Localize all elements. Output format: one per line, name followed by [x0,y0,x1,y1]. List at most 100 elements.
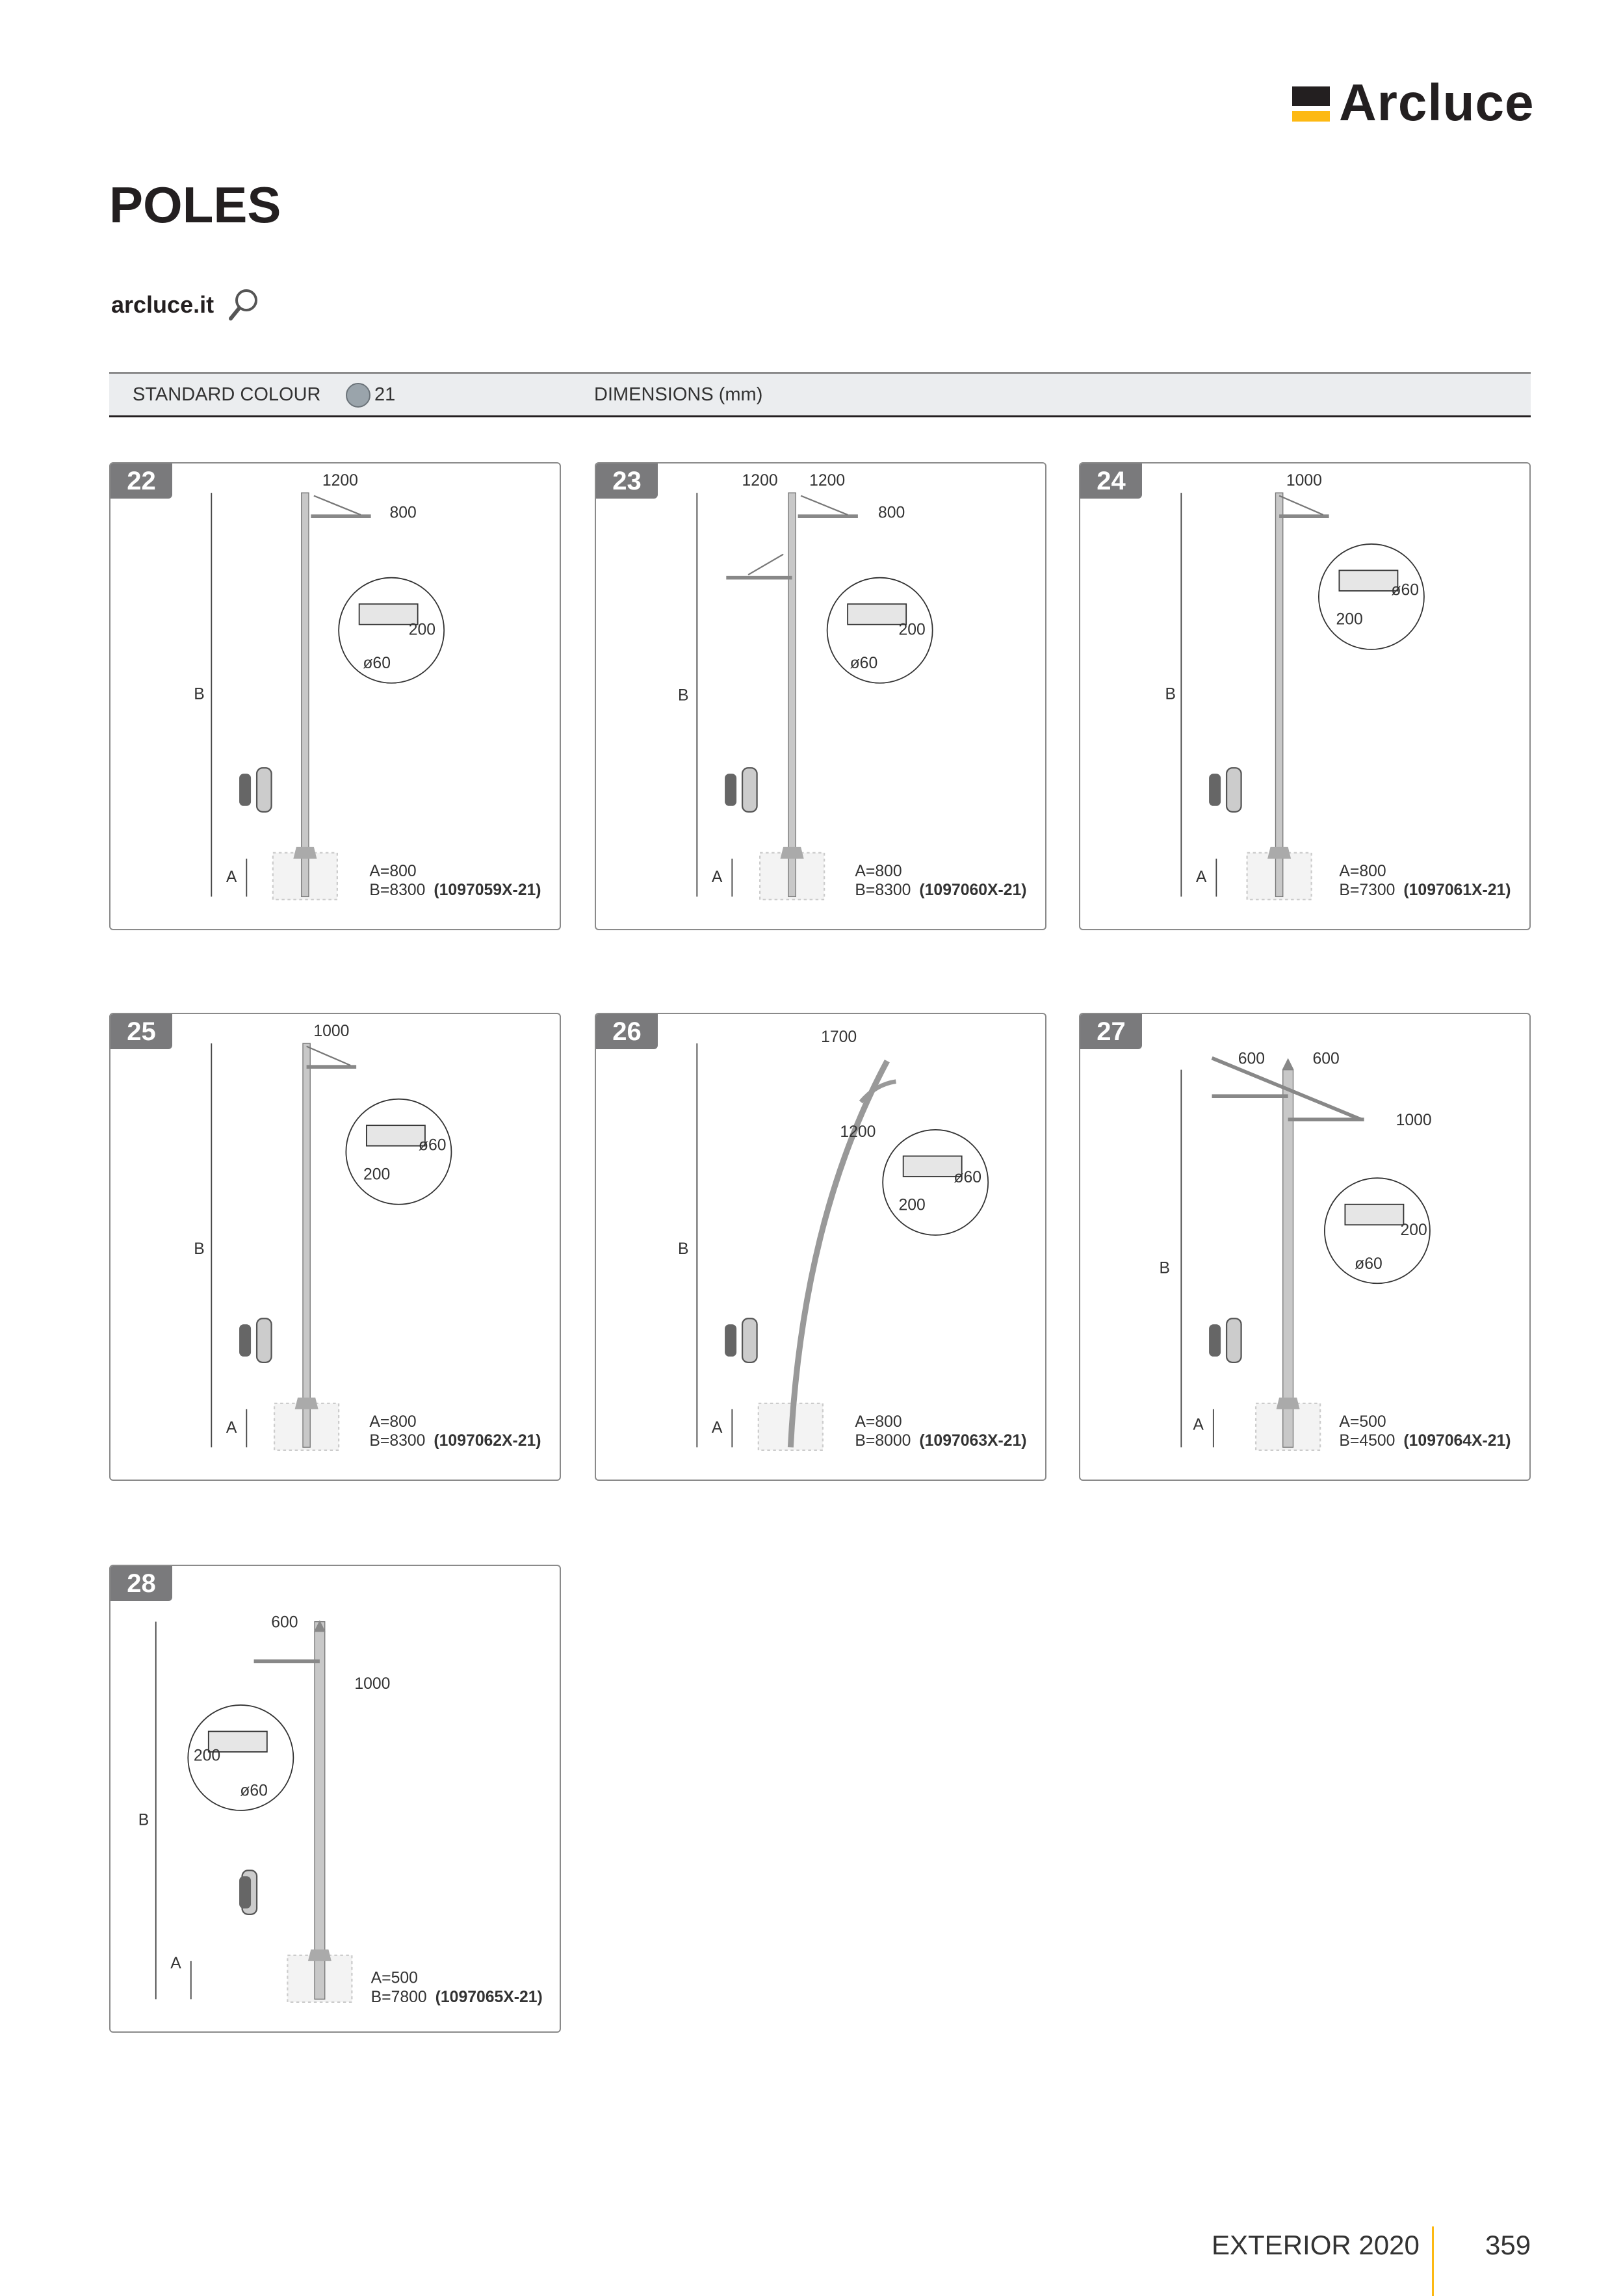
product-code: (1097064X-21) [1403,1432,1511,1450]
pole-shaft [314,1621,326,2000]
door-panel [239,774,252,806]
colour-swatch [346,383,370,408]
access-door-detail [255,1318,272,1363]
spec-b: B=7300 [1339,881,1395,899]
label-a: A [712,868,723,886]
dimension-value: ø60 [850,655,878,672]
label-b: B [194,686,205,703]
detail-bracket [1338,569,1399,592]
website-text[interactable]: arcluce.it [111,291,214,318]
spec-b: B=8300 [369,1432,425,1450]
spec-b: B=8000 [855,1432,911,1450]
dimension-value: 1200 [742,472,778,489]
dimension-value: 200 [194,1747,220,1764]
card-number-badge: 23 [596,463,658,499]
access-door-detail [741,1318,758,1363]
dimension-value: ø60 [240,1782,268,1799]
label-a: A [226,1419,237,1437]
card-number-badge: 28 [110,1566,172,1601]
spec-a: A=500 [371,1970,418,1987]
dimension-value: 1700 [821,1028,857,1046]
standard-colour-label: STANDARD COLOUR [133,384,321,405]
logo-text: Arcluce [1339,73,1535,131]
door-panel [725,774,737,806]
card-number-badge: 24 [1080,463,1142,499]
spec-b: B=8300 [369,881,425,899]
card-number-badge: 27 [1080,1014,1142,1049]
dimension-value: 1000 [313,1023,349,1040]
pole-shaft [301,492,309,898]
detail-bracket [902,1155,963,1177]
dimension-value: 1200 [840,1123,876,1141]
label-a: A [1196,868,1207,886]
dimension-value: 1200 [809,472,845,489]
card-number-badge: 25 [110,1014,172,1049]
detail-bracket [207,1730,268,1753]
dimension-value: 1200 [322,472,358,489]
footer-divider [1432,2226,1434,2296]
logo-mark [1292,84,1330,122]
pole-arm [1211,1056,1362,1121]
detail-bracket [358,603,419,625]
label-a: A [1193,1416,1204,1433]
spec-a: A=800 [369,863,416,880]
pole-base [1267,846,1292,859]
label-b: B [194,1240,205,1258]
pole-shaft [302,1043,311,1448]
dimension-value: ø60 [1391,582,1419,599]
label-b: B [1165,686,1176,703]
dimension-value: 200 [363,1166,390,1183]
dimension-value: 1000 [1286,472,1322,489]
pole-shaft [1282,1069,1294,1448]
product-code: (1097059X-21) [434,881,541,899]
label-b: B [1160,1260,1171,1277]
label-b: B [678,687,689,705]
pole-base [780,846,804,859]
dimension-value: ø60 [363,655,391,672]
page-number: 359 [1485,2230,1531,2260]
footer-label: EXTERIOR 2020 [1212,2230,1420,2260]
dimension-value: ø60 [1355,1255,1383,1273]
access-door-detail [741,767,758,813]
spec-b: B=8300 [855,881,911,899]
detail-bracket [1344,1203,1405,1226]
search-icon[interactable] [227,287,261,322]
spec-b: B=7800 [371,1989,427,2006]
website-link[interactable]: arcluce.it [111,287,261,322]
label-b: B [138,1812,149,1829]
dimension-value: 600 [1312,1050,1339,1068]
spec-a: A=800 [369,1413,416,1431]
pole-shaft [1275,492,1284,898]
dimension-value: 1000 [1396,1112,1432,1129]
spec-a: A=800 [855,1413,902,1431]
door-panel [1209,1324,1221,1357]
dimension-value: 200 [1336,611,1363,629]
dimension-value: ø60 [954,1169,981,1186]
dimension-value: 800 [390,504,417,521]
dimension-value: 600 [271,1614,298,1632]
dimensions-label: DIMENSIONS (mm) [594,384,763,405]
pole-shaft [788,492,796,898]
pole-arm [859,1079,896,1104]
access-door-detail [1225,1318,1242,1363]
product-code: (1097063X-21) [919,1432,1026,1450]
label-a: A [170,1955,181,1972]
access-door-detail [1225,767,1242,813]
spec-a: A=800 [1339,863,1386,880]
door-panel [239,1876,252,1909]
product-code: (1097060X-21) [919,881,1026,899]
dimension-value: 800 [878,504,905,521]
page-title: POLES [109,176,281,233]
